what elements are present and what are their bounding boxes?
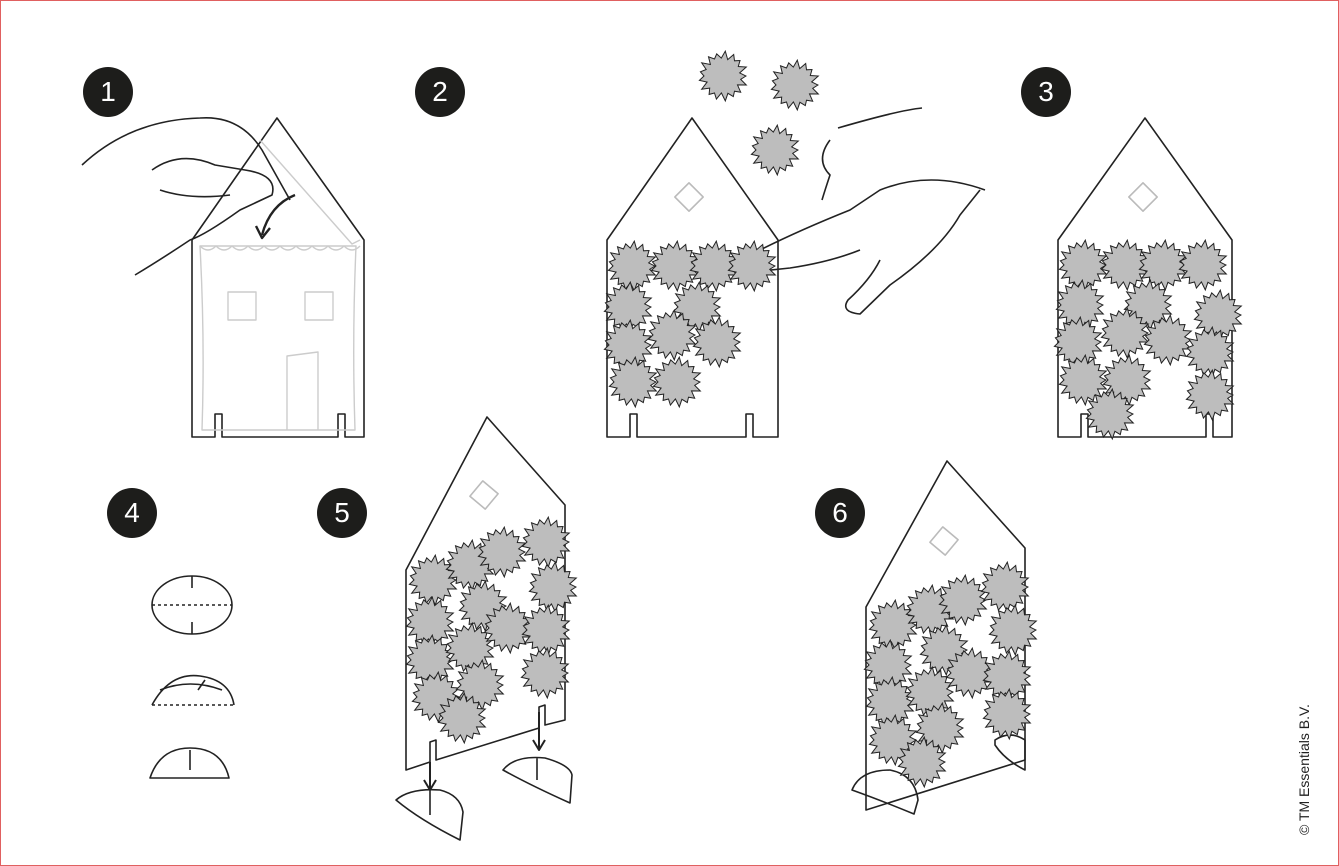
house-step-3	[1057, 117, 1233, 438]
pompom	[483, 601, 533, 655]
pompom	[988, 603, 1038, 657]
pompom	[647, 308, 697, 362]
pompom	[863, 638, 913, 692]
pompom	[865, 675, 915, 729]
pompom	[650, 239, 700, 293]
pompom	[437, 691, 487, 745]
pompom	[750, 123, 800, 177]
step-badge-1: 1	[83, 67, 133, 117]
pompom	[868, 598, 918, 652]
copyright-text: © TM Essentials B.V.	[1296, 704, 1312, 835]
pompom	[477, 525, 527, 579]
pompom	[607, 239, 657, 293]
pompom	[938, 573, 988, 627]
pompom	[727, 239, 777, 293]
pompom	[915, 701, 965, 755]
pompom	[1143, 313, 1193, 367]
pompom	[982, 687, 1032, 741]
house-step-2	[606, 107, 986, 438]
pompom	[1102, 353, 1152, 407]
pompom	[455, 658, 505, 712]
pompom	[1085, 387, 1135, 441]
pompom	[1185, 368, 1235, 422]
pompom	[1053, 315, 1103, 369]
pompom	[980, 560, 1030, 614]
pompom	[1193, 288, 1243, 342]
step-badge-5: 5	[317, 488, 367, 538]
pompom	[1185, 325, 1235, 379]
pompom	[1058, 238, 1108, 292]
pompom	[1138, 238, 1188, 292]
pompom	[521, 515, 571, 569]
pompom	[1100, 238, 1150, 292]
step-badge-4: 4	[107, 488, 157, 538]
step-badge-6: 6	[815, 488, 865, 538]
stand-pieces-step-4	[149, 575, 235, 779]
pompom	[520, 646, 570, 700]
pompom	[698, 49, 748, 103]
pompom	[1055, 278, 1105, 332]
pompom	[608, 355, 658, 409]
pompom	[692, 315, 742, 369]
pompom	[770, 58, 820, 112]
pompom	[528, 560, 578, 614]
pompom	[897, 735, 947, 789]
pompom	[1100, 306, 1150, 360]
pompom	[652, 355, 702, 409]
step-badge-3: 3	[1021, 67, 1071, 117]
pompom	[445, 538, 495, 592]
pompom	[603, 318, 653, 372]
step-badge-2: 2	[415, 67, 465, 117]
pompom	[408, 553, 458, 607]
pompom	[1058, 353, 1108, 407]
house-step-6	[851, 460, 1026, 815]
pompom	[945, 646, 995, 700]
house-step-1	[81, 117, 365, 438]
pompom	[1178, 238, 1228, 292]
pompom	[521, 603, 571, 657]
pompom	[689, 239, 739, 293]
